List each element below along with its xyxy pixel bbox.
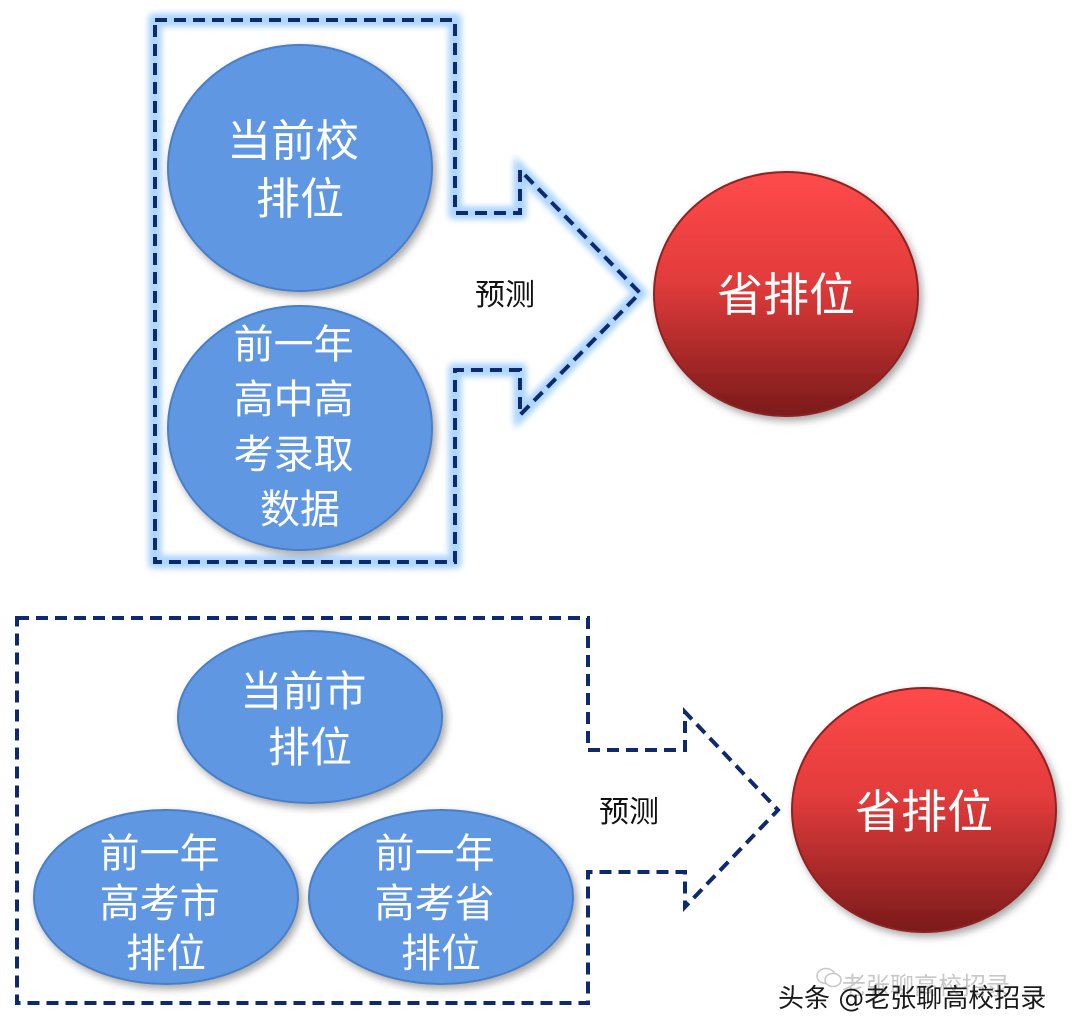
top-group: 当前校 排位 前一年 高中高 考录取 数据 预测 省排位 [150, 15, 919, 567]
bottom-node3-line2: 高考省 [375, 881, 495, 927]
top-node1-line1: 当前校 [227, 116, 359, 167]
bottom-node-current-city-rank [177, 630, 443, 804]
top-node2-line1: 前一年 [234, 322, 354, 368]
bottom-group: 当前市 排位 前一年 高考市 排位 前一年 高考省 排位 预测 省排位 [15, 616, 1057, 1005]
top-node-current-school-rank [167, 44, 433, 292]
bottom-result-label: 省排位 [855, 785, 993, 839]
svg-text:前一年 高考市 排位: 前一年 高考市 排位 [100, 831, 233, 977]
top-node2-line4: 数据 [260, 487, 340, 533]
bottom-node-last-year-city-rank [33, 809, 299, 985]
top-result-label: 省排位 [717, 268, 855, 322]
bottom-node2-line1: 前一年 [100, 831, 220, 877]
svg-text:前一年 高中高 考录取: 前一年 高中高 考录取 数据 [234, 322, 367, 533]
svg-text:前一年 高考省 排位: 前一年 高考省 排位 [375, 831, 508, 977]
watermark-text: 头条 @老张聊高校招录 [778, 984, 1047, 1014]
bottom-node2-line3: 排位 [126, 931, 206, 977]
top-node1-line2: 排位 [256, 174, 344, 225]
top-arrow-outline [153, 18, 643, 564]
bottom-arrow-label: 预测 [599, 795, 659, 830]
top-arrow-label: 预测 [475, 278, 535, 313]
bottom-arrow-outline [15, 616, 781, 1005]
bottom-node3-line3: 排位 [401, 931, 481, 977]
watermark-ghost-text: 老张聊高校招录 [842, 972, 1010, 1000]
svg-text:当前市 排位: 当前市 排位 [240, 667, 379, 772]
wechat-icon [816, 967, 842, 989]
top-node2-line2: 高中高 [234, 377, 354, 423]
bottom-result-provincial-rank [791, 687, 1057, 933]
bottom-node-last-year-province-rank [308, 809, 574, 985]
bottom-node1-line1: 当前市 [240, 667, 366, 716]
bottom-node1-line2: 排位 [268, 723, 352, 772]
top-node-last-year-admission-data [167, 305, 433, 551]
top-result-provincial-rank [653, 171, 919, 417]
bottom-node2-line2: 高考市 [100, 881, 220, 927]
top-node2-line3: 考录取 [234, 432, 354, 478]
svg-text:当前校 排位: 当前校 排位 [227, 116, 373, 225]
bottom-node3-line1: 前一年 [375, 831, 495, 877]
